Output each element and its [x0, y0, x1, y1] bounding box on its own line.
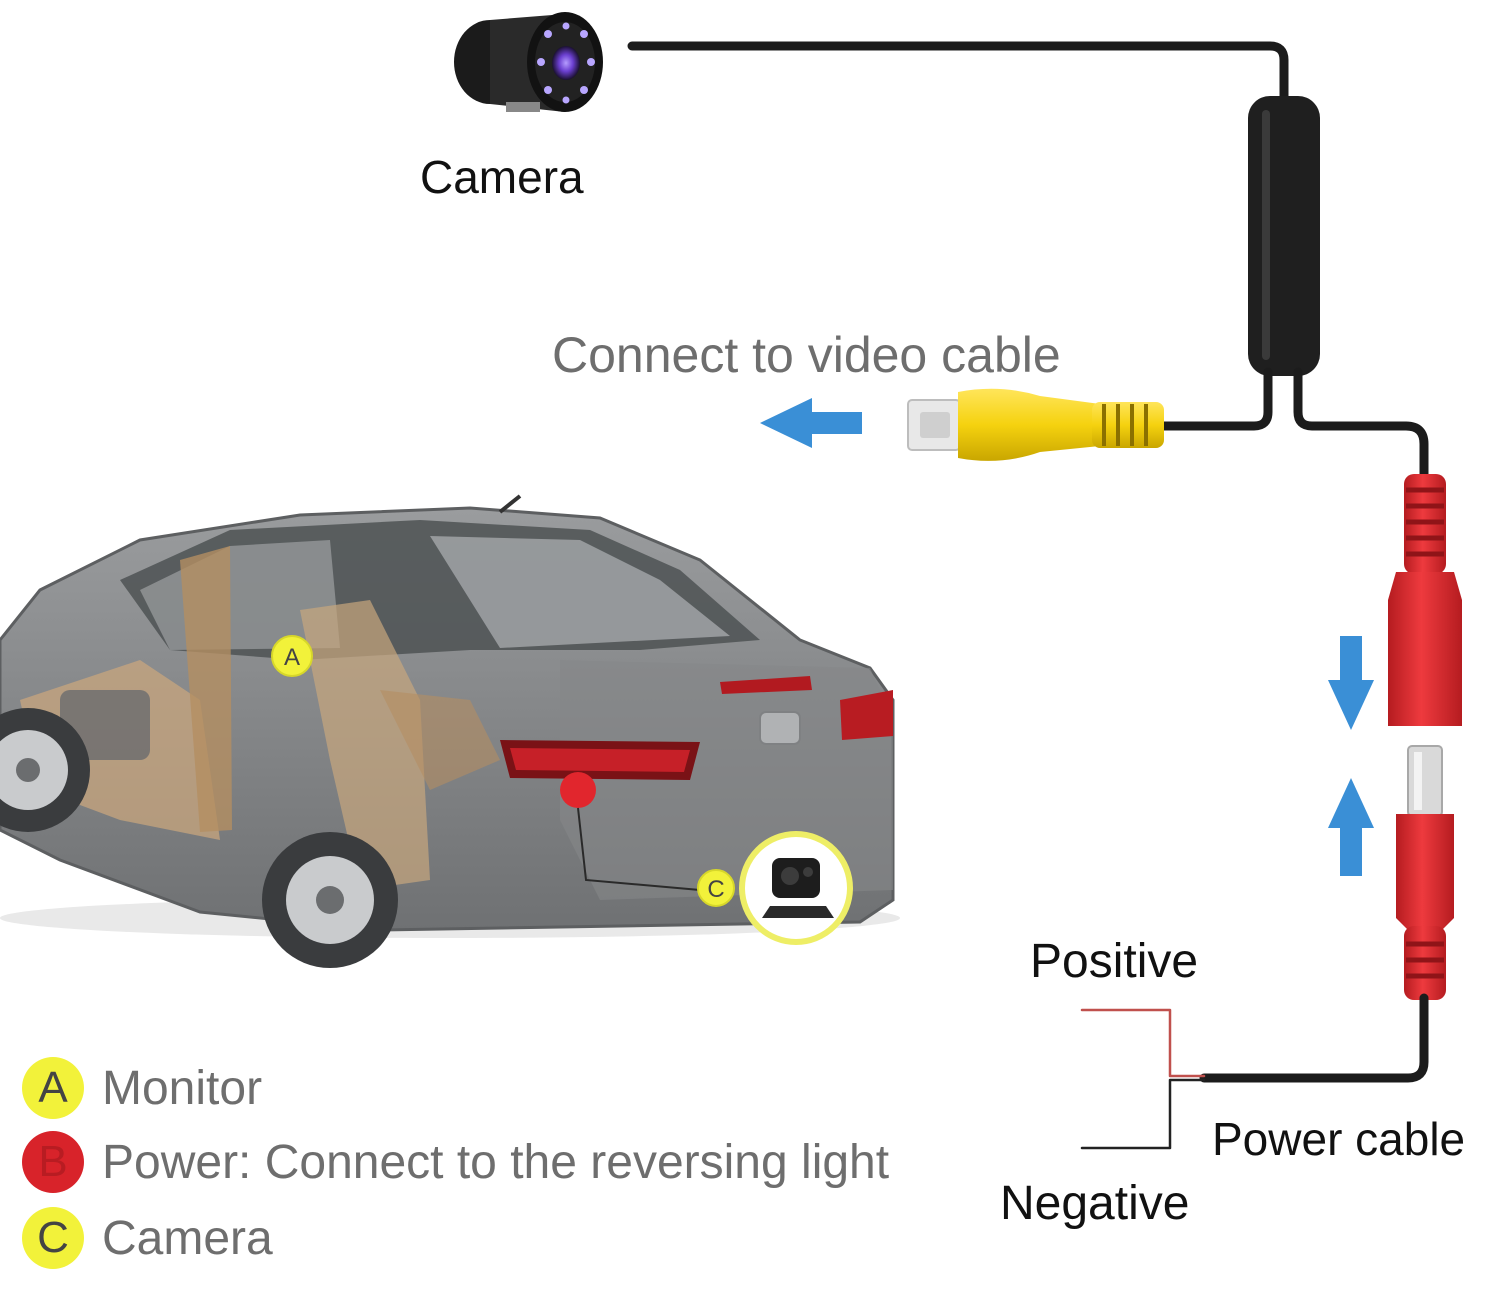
legend-text-monitor: Monitor — [102, 1061, 263, 1115]
legend-text-camera: Camera — [102, 1211, 273, 1265]
camera-icon — [454, 12, 603, 112]
legend-text-power: Power: Connect to the reversing light — [102, 1135, 890, 1189]
power-connector-female — [1388, 474, 1462, 726]
svg-text:C: C — [707, 876, 724, 903]
legend-badge-b: B — [22, 1131, 84, 1193]
arrow-left-icon — [760, 398, 862, 448]
power-connector-male — [1396, 745, 1454, 1000]
camera-label: Camera — [420, 151, 584, 203]
rca-video-connector — [907, 388, 1164, 461]
legend-badge-a: A — [22, 1057, 84, 1119]
legend-item-power: B Power: Connect to the reversing light — [22, 1130, 889, 1194]
svg-text:A: A — [284, 644, 300, 671]
monitor-marker: A — [271, 635, 313, 677]
power-cable — [1080, 993, 1429, 1150]
video-cable-label: Connect to video cable — [552, 327, 1061, 383]
positive-label: Positive — [1030, 935, 1199, 988]
rear-camera-inset-icon — [739, 831, 853, 945]
camera-cable — [627, 41, 1429, 483]
negative-label: Negative — [1000, 1177, 1190, 1230]
arrow-down-icon — [1328, 636, 1374, 730]
legend-item-monitor: A Monitor — [22, 1056, 262, 1120]
legend-item-camera: C Camera — [22, 1206, 273, 1270]
legend-badge-c: C — [22, 1207, 84, 1269]
car-illustration: A C — [0, 494, 900, 968]
arrow-up-icon — [1328, 778, 1374, 876]
power-cable-label: Power cable — [1212, 1113, 1466, 1165]
camera-marker: C — [697, 869, 735, 907]
